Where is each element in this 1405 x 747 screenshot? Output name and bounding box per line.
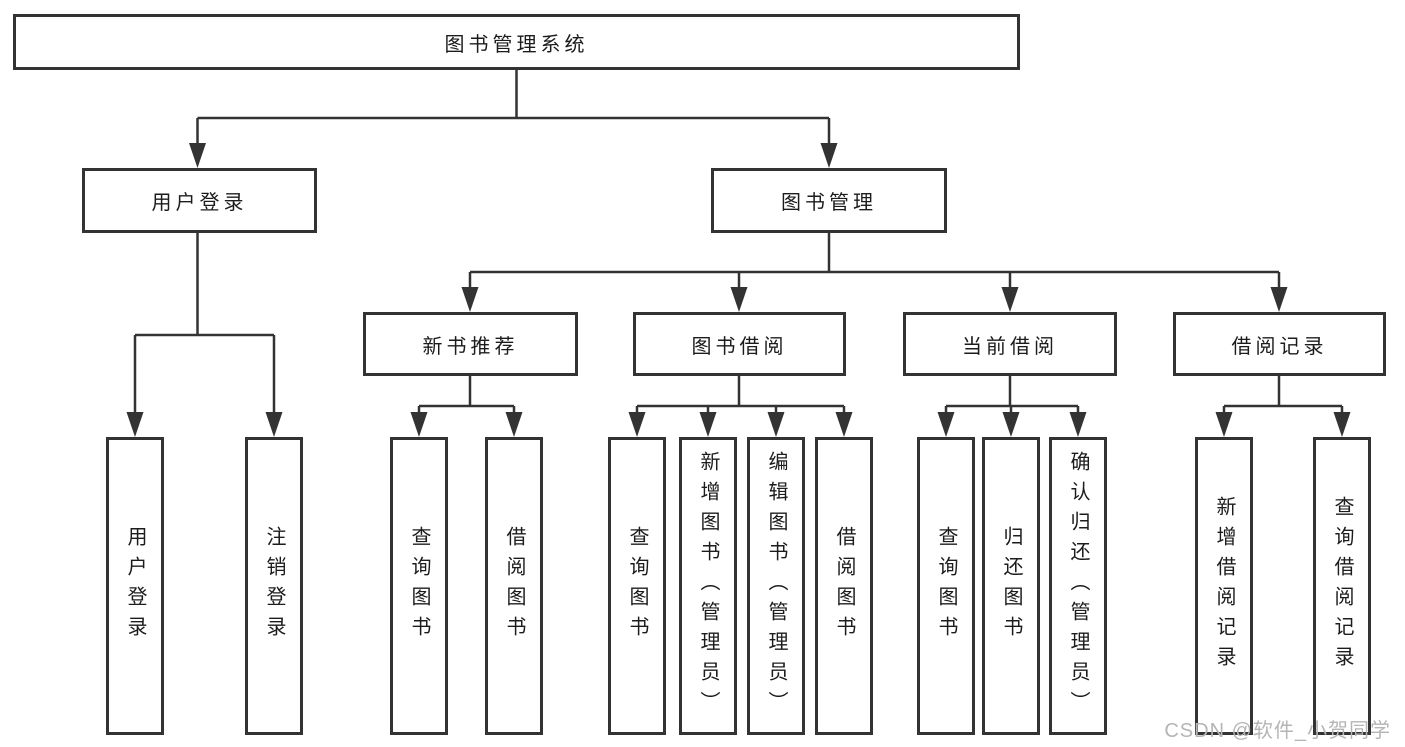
leaf-return-books: 归还图书 xyxy=(982,437,1040,735)
leaf-edit-books-admin: 编辑图书（管理员） xyxy=(747,437,805,735)
leaf-query-borrow-record: 查询借阅记录 xyxy=(1313,437,1371,735)
leaf-query-books-recommend: 查询图书 xyxy=(390,437,448,735)
leaf-borrow-books-recommend: 借阅图书 xyxy=(485,437,543,735)
node-library-management-system: 图书管理系统 xyxy=(13,14,1020,70)
leaf-borrow-books: 借阅图书 xyxy=(815,437,873,735)
leaf-add-borrow-record: 新增借阅记录 xyxy=(1195,437,1253,735)
leaf-add-books-admin: 新增图书（管理员） xyxy=(679,437,737,735)
csdn-watermark: CSDN @软件_小贺同学 xyxy=(1164,720,1391,742)
node-user-login: 用户登录 xyxy=(82,168,317,233)
leaf-logout: 注销登录 xyxy=(245,437,303,735)
node-borrowing-records: 借阅记录 xyxy=(1173,312,1386,376)
leaf-user-login: 用户登录 xyxy=(106,437,164,735)
node-book-borrowing: 图书借阅 xyxy=(633,312,846,376)
leaf-confirm-return-admin: 确认归还（管理员） xyxy=(1049,437,1107,735)
node-book-management: 图书管理 xyxy=(711,168,947,233)
leaf-query-books-borrow: 查询图书 xyxy=(608,437,666,735)
node-current-borrowing: 当前借阅 xyxy=(903,312,1117,376)
node-new-book-recommendation: 新书推荐 xyxy=(363,312,578,376)
leaf-query-books-current: 查询图书 xyxy=(917,437,975,735)
